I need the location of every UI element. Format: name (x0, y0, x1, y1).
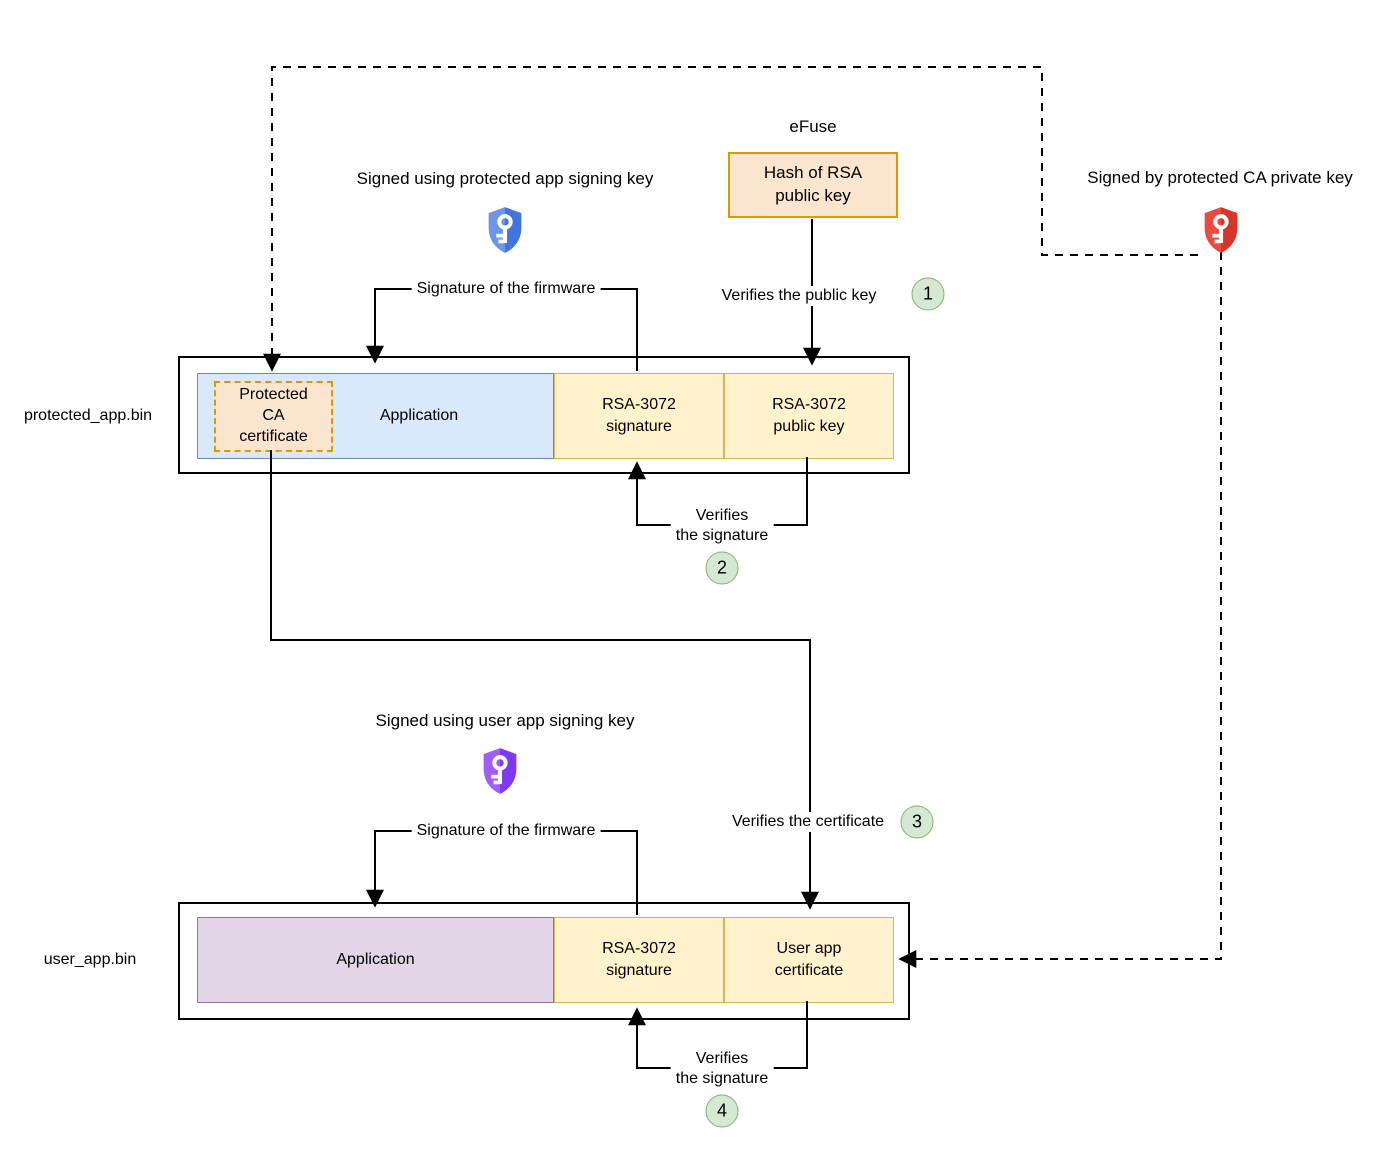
protected-rsa-public-key-segment: RSA-3072 public key (724, 373, 894, 459)
step3-number: 3 (911, 811, 922, 832)
protected-rsa-signature-segment: RSA-3072 signature (554, 373, 724, 459)
protected-application-label: Application (379, 407, 459, 425)
user-app-certificate-label: User app certificate (774, 940, 844, 979)
user-rsa-signature-segment: RSA-3072 signature (554, 917, 724, 1003)
signature-firmware-top-label: Signature of the firmware (411, 279, 601, 299)
protected-app-key-shield-icon (488, 207, 522, 253)
step3-circle: 3 (900, 805, 934, 839)
protected-app-bin-name: protected_app.bin (23, 407, 153, 424)
ca-private-key-shield-icon (1204, 207, 1238, 253)
step1-label: Verifies the public key (716, 286, 882, 306)
signed-ca-label: Signed by protected CA private key (1087, 168, 1353, 187)
protected-rsa-signature-label: RSA-3072 signature (602, 396, 676, 435)
protected-ca-certificate-box: Protected CA certificate (214, 381, 333, 452)
step4-number: 4 (716, 1100, 727, 1121)
step2-number: 2 (716, 557, 727, 578)
user-application-label: Application (336, 951, 415, 969)
step2-circle: 2 (705, 551, 739, 585)
protected-rsa-public-key-label: RSA-3072 public key (772, 396, 846, 435)
user-app-bin-box: Application RSA-3072 signature User app … (178, 902, 910, 1020)
signed-protected-label: Signed using protected app signing key (356, 169, 654, 188)
step1-circle: 1 (911, 277, 945, 311)
user-app-certificate-segment: User app certificate (724, 917, 894, 1003)
user-application-segment: Application (197, 917, 554, 1003)
step4-circle: 4 (705, 1094, 739, 1128)
user-rsa-signature-label: RSA-3072 signature (602, 940, 676, 979)
efuse-title: eFuse (789, 117, 837, 136)
signed-user-label: Signed using user app signing key (375, 711, 635, 730)
user-app-key-shield-icon (483, 748, 517, 794)
step2-label: Verifies the signature (670, 506, 774, 546)
step3-label: Verifies the certificate (726, 812, 890, 832)
key-glyph (1212, 214, 1229, 244)
step4-label: Verifies the signature (670, 1049, 774, 1089)
step1-number: 1 (922, 283, 933, 304)
signature-firmware-bottom-label: Signature of the firmware (411, 821, 601, 841)
protected-ca-certificate-label: Protected CA certificate (239, 386, 308, 445)
user-app-bin-name: user_app.bin (43, 951, 137, 968)
